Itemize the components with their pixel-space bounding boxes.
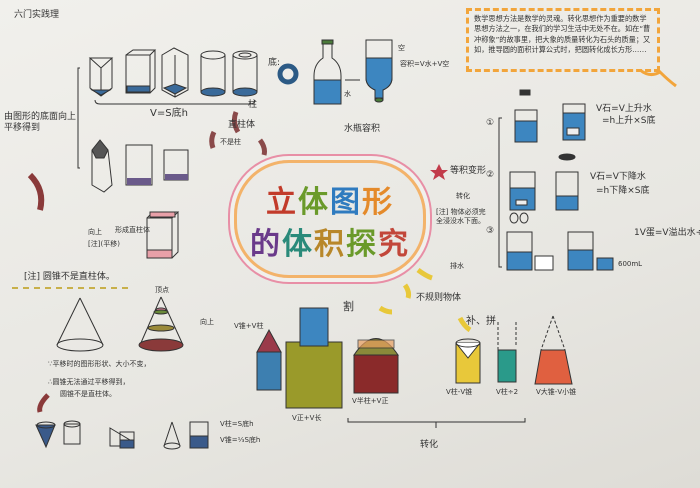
title-char: 图 xyxy=(330,185,362,220)
cylinder-volume-formula: V柱=S底h xyxy=(220,420,254,428)
cone-icon xyxy=(56,297,104,352)
convert-label: 转化 xyxy=(420,440,439,450)
bracket xyxy=(347,418,526,428)
title-char: 究 xyxy=(378,227,410,262)
title-char: 积 xyxy=(314,227,346,262)
cuboid-icon xyxy=(125,49,157,94)
therefore-text-2: 圆锥不是直柱体。 xyxy=(60,390,116,398)
overflow-volume: 600mL xyxy=(618,260,643,268)
step-formula: 1V蛋=V溢出水÷2 xyxy=(634,228,700,238)
form-prism-label: 形成直柱体 xyxy=(115,226,150,234)
step-formula: V石=V上升水 xyxy=(596,104,652,114)
cylinder-minus-cone-formula: V柱-V锥 xyxy=(446,388,473,396)
beaker-step-1 xyxy=(514,89,586,143)
because-text: ∵平移时的图形形状、大小不变， xyxy=(48,360,151,368)
frustum-shape xyxy=(534,315,573,385)
cone-note: [注] 圆锥不是直柱体。 xyxy=(24,272,115,282)
cylinder-icon xyxy=(200,50,226,97)
equal-volume-label: 等积变形 xyxy=(450,166,487,176)
decoration xyxy=(378,267,472,333)
up-label: 向上 xyxy=(200,318,214,326)
cone-volume-formula: V锥=⅓S底h xyxy=(220,436,261,444)
irregular-label: 不规则物体 xyxy=(416,293,462,303)
title-line-1: 立体图形 xyxy=(237,177,423,221)
title-char: 探 xyxy=(346,227,378,262)
immerse-note: [注] 物体必须完全浸没水下面。 xyxy=(436,208,486,225)
half-cylinder-formula: V半柱+V正 xyxy=(352,397,389,405)
bottle-caption: 水瓶容积 xyxy=(344,124,381,134)
drain-label: 排水 xyxy=(450,262,464,270)
title-char: 的 xyxy=(250,227,282,262)
title-char: 形 xyxy=(362,185,394,220)
step-number: ② xyxy=(486,170,495,180)
half-cylinder-cube-shape xyxy=(353,338,399,394)
inverted-bottle-icon xyxy=(365,39,393,103)
cube-cuboid-formula: V正+V长 xyxy=(292,414,322,422)
cube-on-cuboid-shape xyxy=(285,307,343,409)
slanted-cylinder-shape xyxy=(497,322,517,383)
prism-formula: V=S底h xyxy=(150,108,188,119)
step-formula: V石=V下降水 xyxy=(590,172,646,182)
beaker-step-2 xyxy=(509,153,579,211)
title-char: 体 xyxy=(298,185,330,220)
header-label: 六门实践理 xyxy=(14,10,60,20)
cut-label: 割 xyxy=(343,300,354,313)
cut-cylinder-shape xyxy=(455,338,481,384)
step-formula: =h上升×S底 xyxy=(602,116,656,126)
star-prism-icon xyxy=(91,139,113,193)
layers-up-label: 向上 xyxy=(88,228,102,236)
triangular-prism-icon xyxy=(88,57,114,97)
therefore-text-1: ∴圆锥无法通过平移得到， xyxy=(48,378,130,386)
pentagonal-prism-icon xyxy=(161,47,189,98)
ring-base-icon xyxy=(277,63,299,85)
star-icon xyxy=(430,164,448,180)
base-label: 底: xyxy=(268,58,281,68)
prism-origin: 由图形的底面向上平移得到 xyxy=(4,112,77,134)
cone-cylinder-formula: V锥+V柱 xyxy=(234,322,264,330)
convert-label: 转化 xyxy=(456,192,470,200)
patch-label: 补、拼 xyxy=(466,316,496,327)
right-prism-label: 直柱体 xyxy=(228,120,256,130)
apex-label: 顶点 xyxy=(155,286,169,294)
empty-label: 空 xyxy=(398,44,405,52)
decoration xyxy=(27,172,45,211)
title-char: 立 xyxy=(266,185,298,220)
frustum-formula: V大锥-V小锥 xyxy=(536,388,577,396)
cone-cylinder-compare-icon xyxy=(35,420,209,450)
not-column-label: 不是柱 xyxy=(220,138,241,146)
cone-cylinder-shape xyxy=(256,328,282,391)
title-cloud: 立体图形 的体积探究 xyxy=(234,160,426,278)
column-label: 柱 xyxy=(248,100,258,110)
layers-note: [注](平移) xyxy=(88,240,120,248)
beaker-step-3 xyxy=(506,212,614,271)
bracket xyxy=(94,99,256,105)
decoration xyxy=(209,111,267,156)
title-line-2: 的体积探究 xyxy=(237,219,423,263)
step-formula: =h下降×S底 xyxy=(596,186,650,196)
sliced-cone-icon xyxy=(138,296,184,352)
step-number: ① xyxy=(486,118,495,128)
title-char: 体 xyxy=(282,227,314,262)
formed-prism-icon xyxy=(146,211,180,259)
step-number: ③ xyxy=(486,226,495,236)
bottle-icon xyxy=(313,39,342,105)
bottle-formula: 容积=V水+V空 xyxy=(400,60,450,68)
intro-note: 数学思想方法是数学的灵魂。转化思想作为重要的数学思想方法之一，在我们的学习生活中… xyxy=(466,8,660,72)
hollow-cylinder-icon xyxy=(232,50,258,97)
cylinder-half-formula: V柱÷2 xyxy=(496,388,519,396)
decoration xyxy=(37,393,50,413)
water-label: 水 xyxy=(344,90,351,98)
decoration xyxy=(639,68,677,88)
